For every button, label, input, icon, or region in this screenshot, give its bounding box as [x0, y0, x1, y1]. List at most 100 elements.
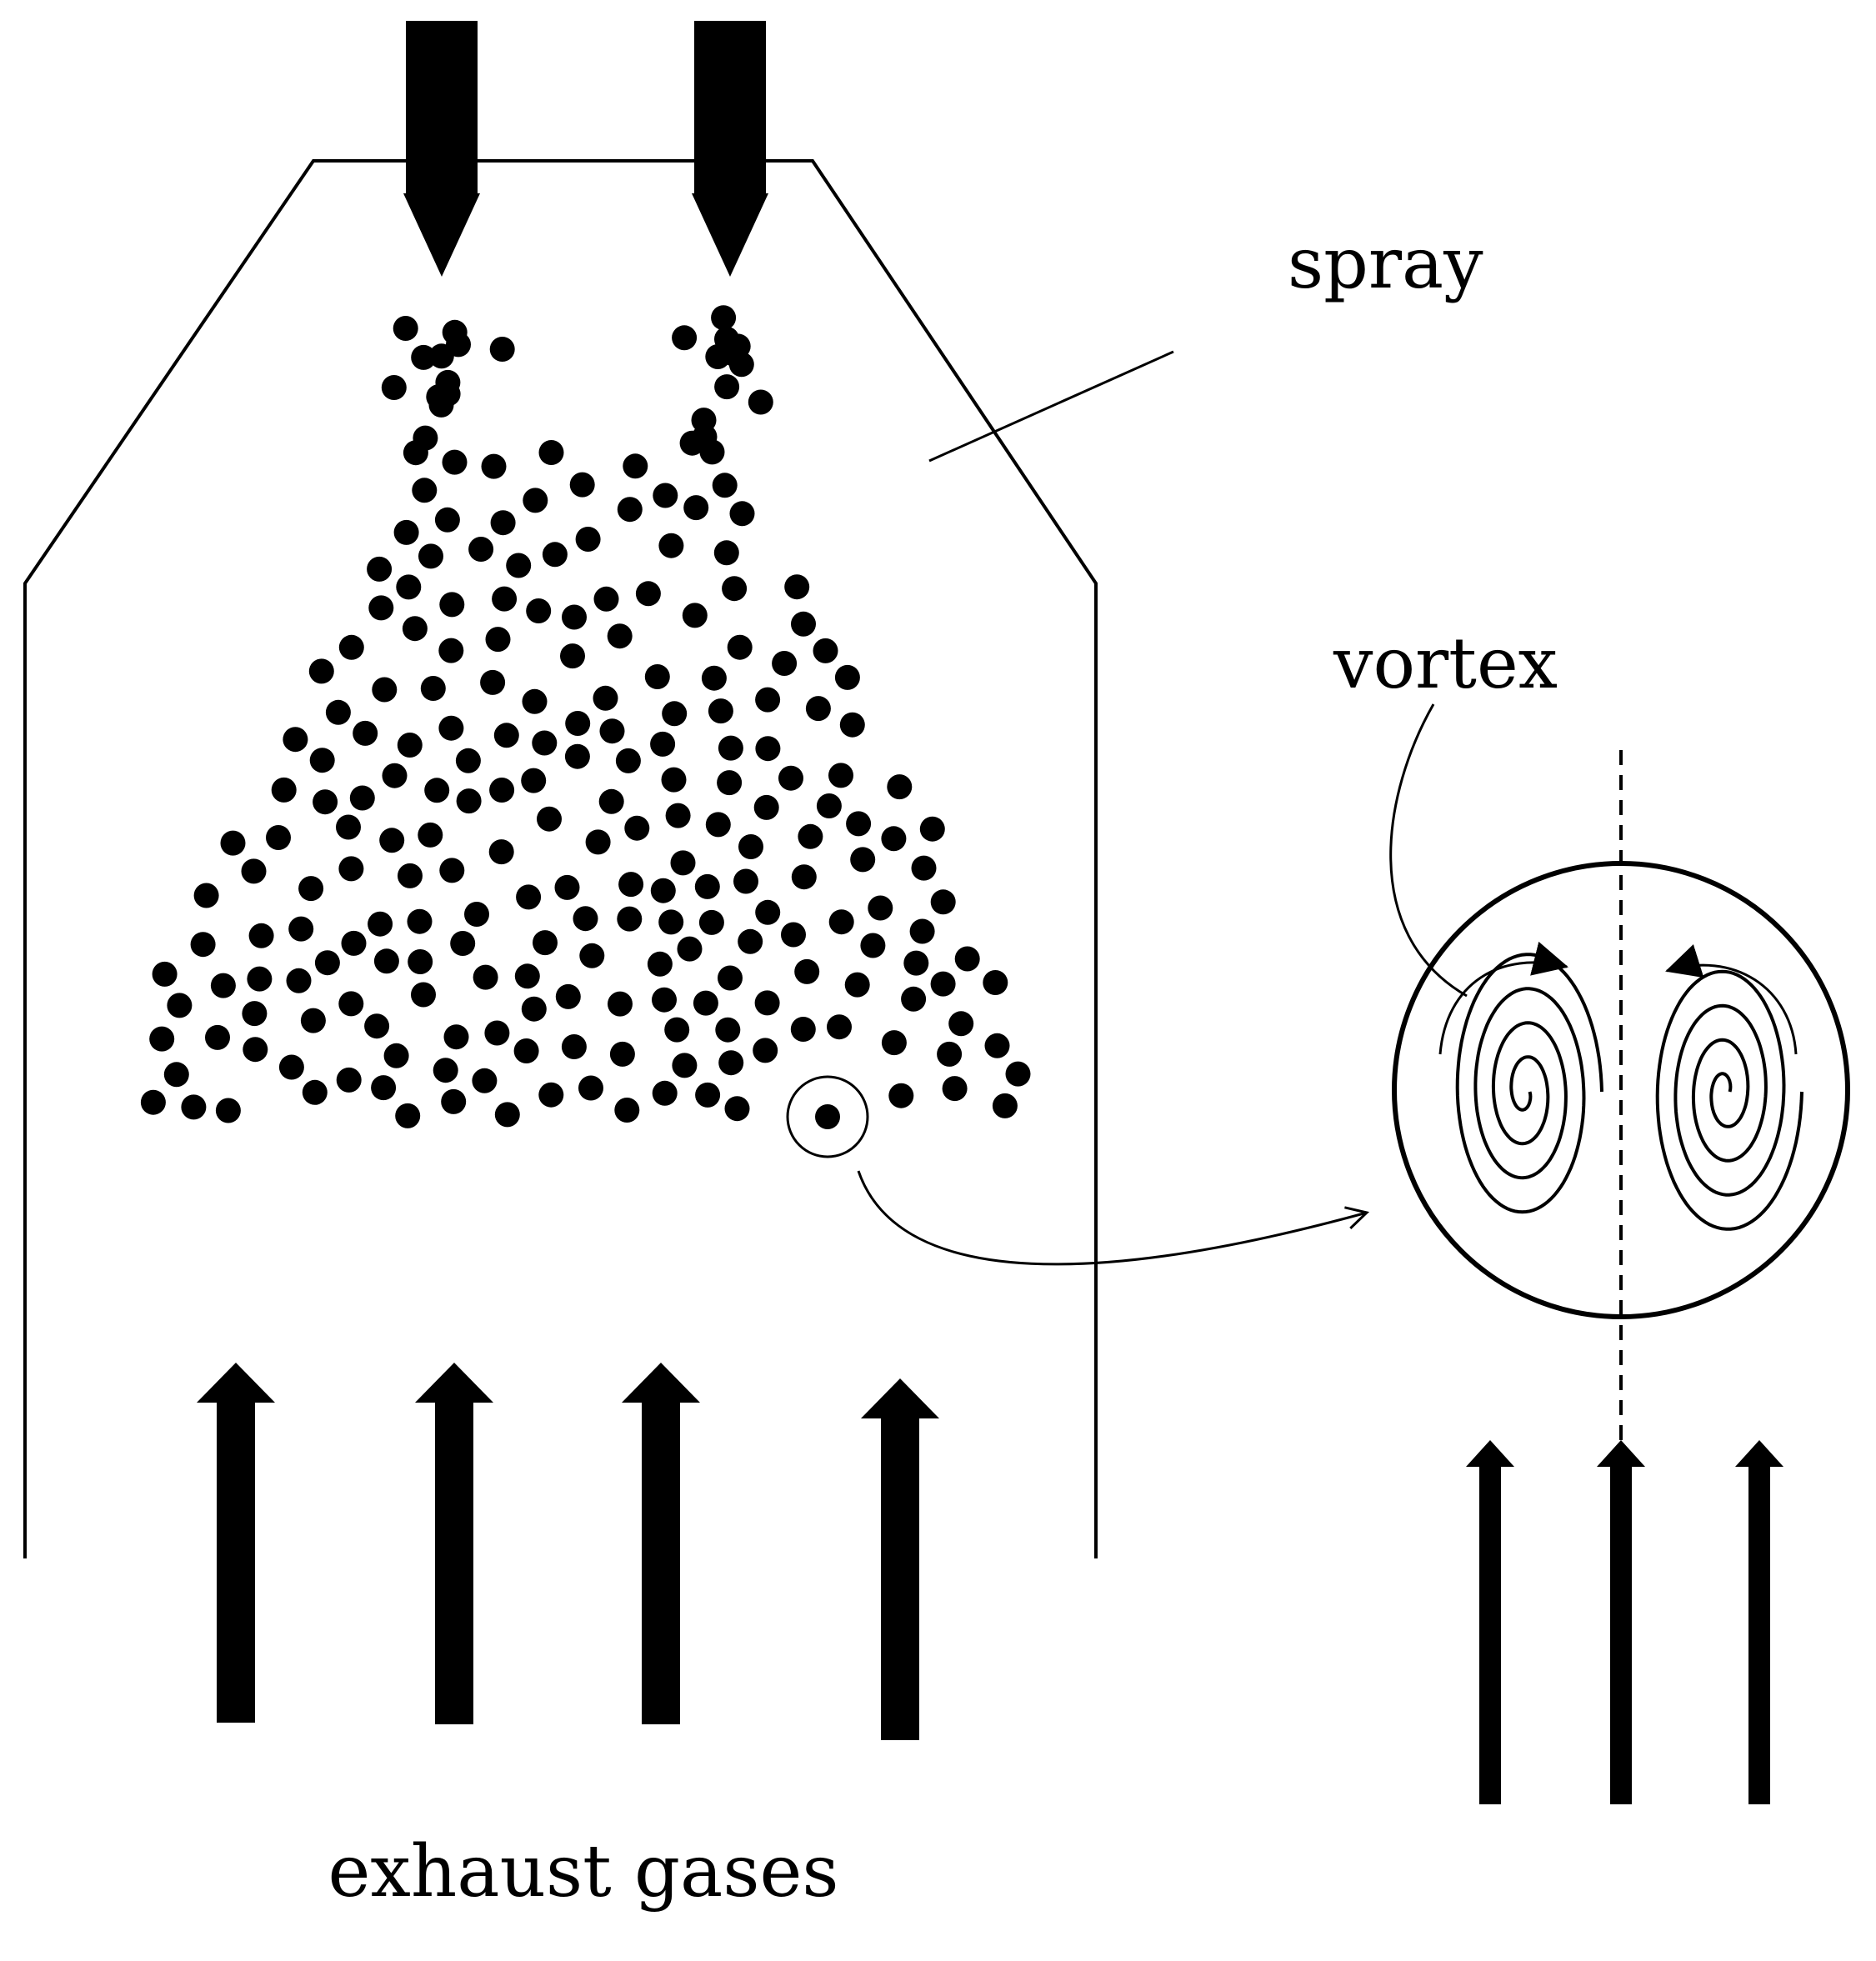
droplet [516, 884, 542, 910]
droplet [456, 788, 482, 814]
droplet [418, 822, 443, 848]
droplet [205, 1024, 230, 1050]
droplet [911, 855, 937, 881]
droplet [411, 982, 436, 1008]
droplet [210, 973, 236, 998]
droplet [242, 1001, 268, 1027]
droplet [349, 785, 375, 811]
droplet [336, 814, 361, 840]
exhaust-arrow-4 [861, 1378, 939, 1740]
droplet [846, 811, 872, 837]
droplet [722, 576, 748, 602]
droplet [489, 337, 515, 362]
droplet [868, 895, 893, 921]
droplet [738, 928, 763, 954]
droplet [715, 1017, 741, 1043]
droplet [860, 933, 886, 958]
droplet [569, 472, 595, 498]
droplet [701, 665, 727, 691]
droplet [644, 664, 670, 689]
droplet [537, 806, 562, 832]
droplet [313, 789, 338, 815]
droplet [441, 1088, 467, 1114]
droplet [670, 850, 696, 876]
droplet [532, 730, 558, 756]
droplet [382, 763, 408, 788]
droplet [368, 911, 393, 937]
droplet [309, 748, 335, 773]
droplet [714, 374, 740, 400]
droplet [653, 483, 678, 508]
droplet [564, 743, 590, 769]
flow-arrow-3 [1735, 1440, 1783, 1804]
droplet [220, 830, 246, 856]
droplet [755, 687, 781, 713]
droplet [472, 1068, 498, 1093]
droplet [791, 611, 816, 637]
droplet [420, 676, 446, 701]
droplet [609, 1041, 635, 1067]
magnified-droplet-ring [786, 1075, 869, 1158]
vortex-arrow-right [1665, 944, 1798, 1055]
droplet [718, 735, 743, 761]
droplet [828, 909, 854, 935]
droplet [617, 906, 643, 932]
droplet [542, 542, 568, 568]
droplet [585, 829, 611, 855]
droplet [286, 968, 312, 993]
droplet [181, 1094, 207, 1120]
vortex-spiral-right [1655, 969, 1803, 1231]
droplet [488, 839, 514, 865]
droplet [381, 375, 407, 400]
droplet [439, 592, 465, 618]
droplet [560, 643, 585, 669]
droplet [395, 1103, 421, 1128]
droplet [753, 794, 779, 820]
droplet [561, 1034, 587, 1059]
droplet [439, 858, 465, 883]
droplet [677, 936, 703, 962]
droplet [379, 828, 405, 853]
droplet [794, 958, 820, 984]
spray-label: spray [1288, 223, 1483, 304]
droplet [711, 305, 737, 331]
droplet [661, 767, 687, 793]
droplet [575, 527, 601, 552]
droplet [647, 951, 673, 977]
droplet [778, 765, 803, 791]
droplet [816, 793, 842, 818]
droplet [593, 586, 619, 612]
droplet [754, 990, 780, 1016]
droplet [325, 699, 351, 725]
droplet [302, 1079, 328, 1105]
droplet [402, 616, 428, 642]
droplet [484, 1020, 510, 1046]
droplet [791, 864, 817, 890]
droplet [693, 990, 718, 1016]
droplet [733, 868, 758, 894]
droplet [624, 815, 650, 841]
droplet [481, 453, 507, 479]
droplet [672, 325, 698, 351]
droplet [772, 651, 798, 676]
droplet [455, 748, 481, 773]
droplet [241, 858, 267, 884]
droplet [338, 634, 364, 660]
droplet [652, 987, 677, 1013]
droplet [942, 1076, 968, 1102]
droplet [485, 627, 511, 653]
droplet [672, 1053, 698, 1078]
droplet [506, 553, 532, 578]
droplet [705, 812, 731, 838]
droplet [714, 327, 740, 353]
droplet [418, 543, 443, 569]
droplet [708, 698, 733, 724]
droplet [790, 1017, 816, 1042]
droplet [828, 763, 853, 788]
droplet [718, 965, 743, 991]
droplet [271, 777, 297, 803]
droplet [490, 510, 516, 536]
vortex-leader-line [1389, 703, 1468, 998]
droplet [450, 931, 476, 956]
droplet [278, 1054, 304, 1080]
